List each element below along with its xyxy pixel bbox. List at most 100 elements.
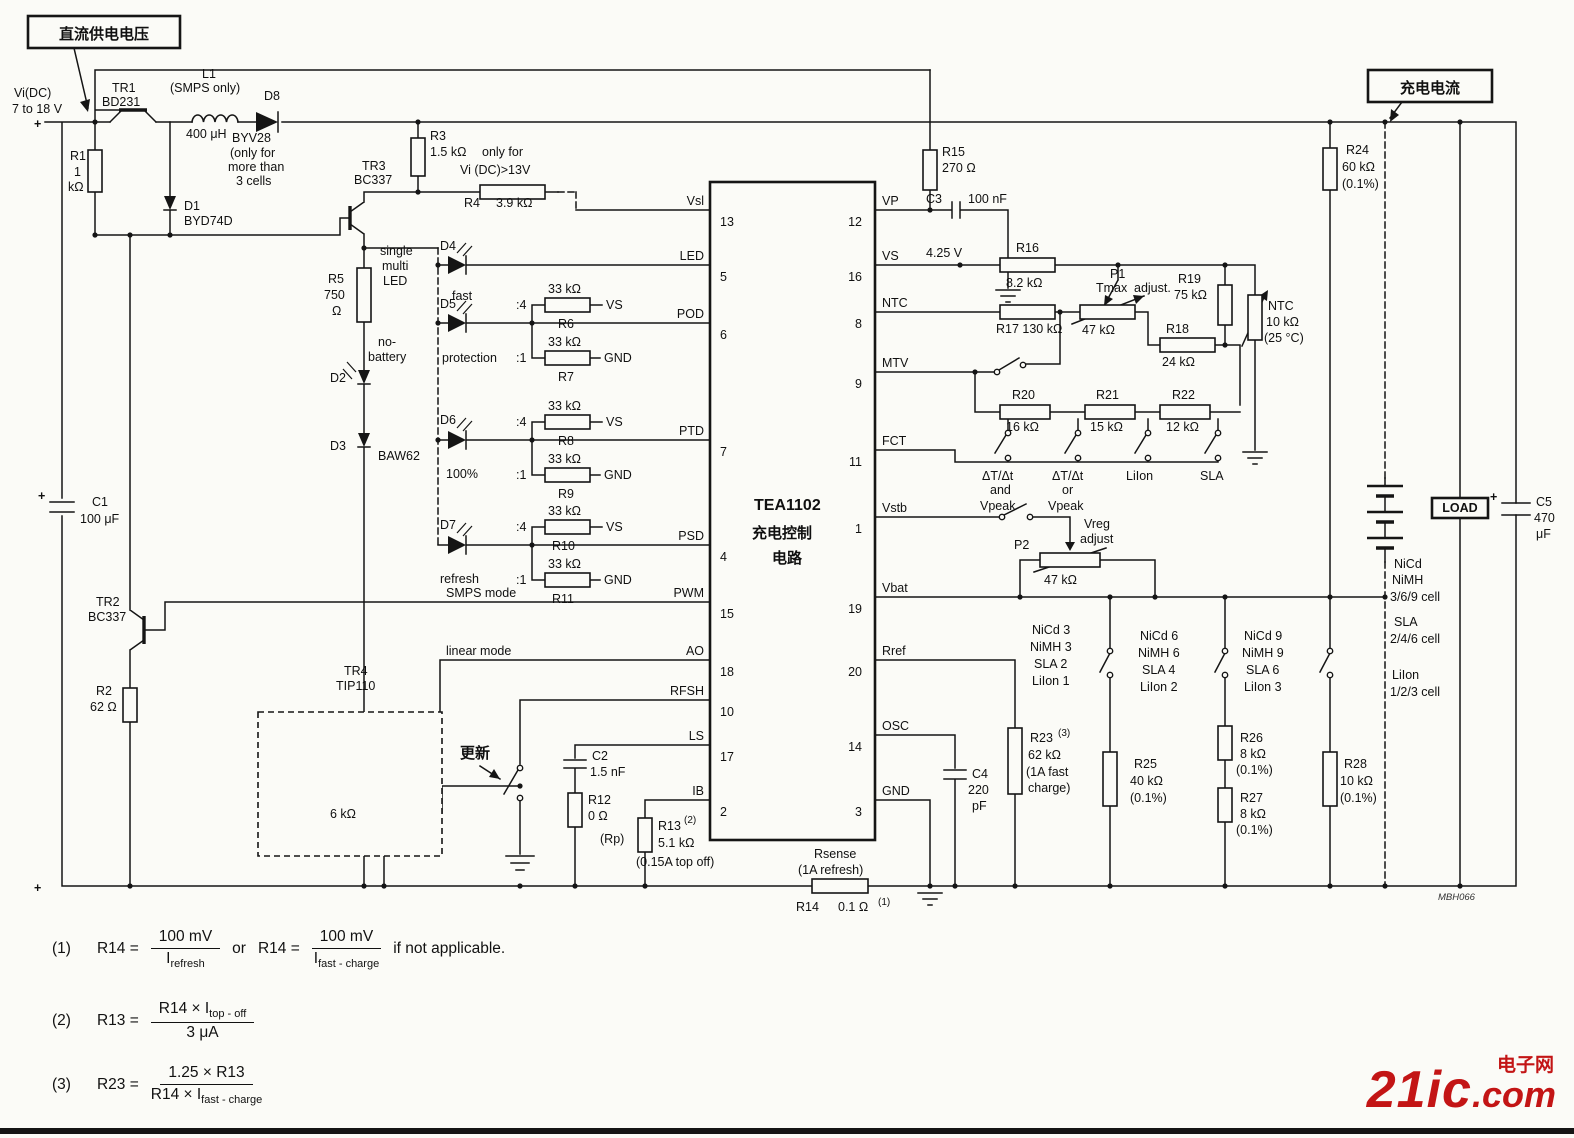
rsense-note: (1A refresh): [798, 863, 863, 877]
c2-ref: C2: [592, 749, 608, 763]
pinnum-15: 15: [720, 607, 734, 621]
pinnum-7: 7: [720, 445, 727, 459]
r3-note1: only for: [482, 145, 523, 159]
d3-diode: [358, 433, 370, 447]
tr3-part: BC337: [354, 173, 392, 187]
r3-val: 1.5 kΩ: [430, 145, 466, 159]
plus-input: +: [34, 117, 41, 131]
c4-ref: C4: [972, 767, 988, 781]
bat-6: LiIon: [1392, 668, 1419, 682]
d4-led: [448, 256, 466, 274]
d1-diode: [164, 196, 176, 210]
r24-tol: (0.1%): [1342, 177, 1379, 191]
d5-note: protection: [442, 351, 497, 365]
watermark-main: 21ic: [1366, 1061, 1472, 1119]
r2-val: 62 Ω: [90, 700, 117, 714]
sw1-a: ΔT/Δt: [982, 469, 1014, 483]
l1-note: (SMPS only): [170, 81, 240, 95]
r19-ref: R19: [1178, 272, 1201, 286]
c5-val2: μF: [1536, 527, 1551, 541]
pinnum-17: 17: [720, 750, 734, 764]
tr2-part: BC337: [88, 610, 126, 624]
pinnum-4: 4: [720, 550, 727, 564]
d2-ref: D2: [330, 371, 346, 385]
pin-led: LED: [680, 249, 704, 263]
r8-ratio: :4: [516, 415, 526, 429]
pin-vp: VP: [882, 194, 899, 208]
r25-ref: R25: [1134, 757, 1157, 771]
r8-val: 33 kΩ: [548, 399, 581, 413]
pin-ntc: NTC: [882, 296, 908, 310]
r27-val: 8 kΩ: [1240, 807, 1266, 821]
p1-val: 47 kΩ: [1082, 323, 1115, 337]
resistor-r9: [544, 467, 591, 483]
c1-ref: C1: [92, 495, 108, 509]
sw1-c: Vpeak: [980, 499, 1016, 513]
load-box: [1430, 496, 1490, 520]
r13-val: 5.1 kΩ: [658, 836, 694, 850]
selb-1: NiCd 6: [1140, 629, 1178, 643]
led-note3: LED: [383, 274, 407, 288]
l1-ref: L1: [202, 67, 216, 81]
pin-vbat: Vbat: [882, 581, 908, 595]
tr1-ref: TR1: [112, 81, 136, 95]
vs-425: 4.25 V: [926, 246, 963, 260]
r11-val: 33 kΩ: [548, 557, 581, 571]
dc-supply-callout-box: [26, 14, 182, 50]
d6-note: 100%: [446, 467, 478, 481]
r6-ratio: :4: [516, 298, 526, 312]
r20-val: 16 kΩ: [1006, 420, 1039, 434]
c2-val: 1.5 nF: [590, 765, 626, 779]
r10-ref: R10: [552, 539, 575, 553]
r10-ratio: :4: [516, 520, 526, 534]
r22-val: 12 kΩ: [1166, 420, 1199, 434]
r3-ref: R3: [430, 129, 446, 143]
r21-ref: R21: [1096, 388, 1119, 402]
r23-n1: (1A fast: [1026, 765, 1069, 779]
pin-vsl: Vsl: [687, 194, 704, 208]
r27-tol: (0.1%): [1236, 823, 1273, 837]
charge-current-callout-box: [1366, 68, 1494, 104]
switch-contacts: [502, 361, 1334, 802]
resistor-r22: [1159, 404, 1211, 420]
formula-2-num: R14 × Itop - off: [150, 1000, 255, 1024]
watermark-tag: 电子网: [1496, 1055, 1554, 1076]
l1-val: 400 μH: [186, 127, 227, 141]
pin-pwm: PWM: [673, 586, 704, 600]
r24-ref: R24: [1346, 143, 1369, 157]
d4-note: fast: [452, 289, 473, 303]
watermark-dot: .com: [1471, 1074, 1556, 1115]
pinnum-5: 5: [720, 270, 727, 284]
component-symbols: [80, 99, 1403, 806]
r25-tol: (0.1%): [1130, 791, 1167, 805]
r18-ref: R18: [1166, 322, 1189, 336]
r26-val: 8 kΩ: [1240, 747, 1266, 761]
d8-note1: (only for: [230, 146, 275, 160]
linear-mode: linear mode: [446, 644, 511, 658]
bat-3: 3/6/9 cell: [1390, 590, 1440, 604]
formula-1-den-b: Ifast - charge: [313, 949, 380, 970]
r17-lbl: R17 130 kΩ: [996, 322, 1062, 336]
r11-ref: R11: [552, 592, 574, 606]
formula-2-index: (2): [52, 1012, 71, 1030]
sw2-a: ΔT/Δt: [1052, 469, 1084, 483]
pin-ls: LS: [689, 729, 704, 743]
formula-1-den-a: Irefresh: [166, 949, 205, 970]
d3-part: BAW62: [378, 449, 420, 463]
pinnum-10: 10: [720, 705, 734, 719]
tr4-ref: TR4: [344, 664, 368, 678]
pinnum-9: 9: [855, 377, 862, 391]
sela-3: SLA 2: [1034, 657, 1067, 671]
formula-3-den: R14 × Ifast - charge: [150, 1085, 263, 1106]
tr4-part: TIP110: [336, 679, 375, 693]
pinnum-13: 13: [720, 215, 734, 229]
p1-wiper-arrowhead: [1104, 295, 1113, 306]
r25-val: 40 kΩ: [1130, 774, 1163, 788]
d8-note3: 3 cells: [236, 174, 271, 188]
r1-val1: 1: [74, 165, 81, 179]
bat-4: SLA: [1394, 615, 1418, 629]
d6-led: [448, 431, 466, 449]
pinnum-1: 1: [855, 522, 862, 536]
junction-dots: [92, 119, 1463, 889]
charge-current-callout: 充电电流: [1400, 79, 1460, 97]
